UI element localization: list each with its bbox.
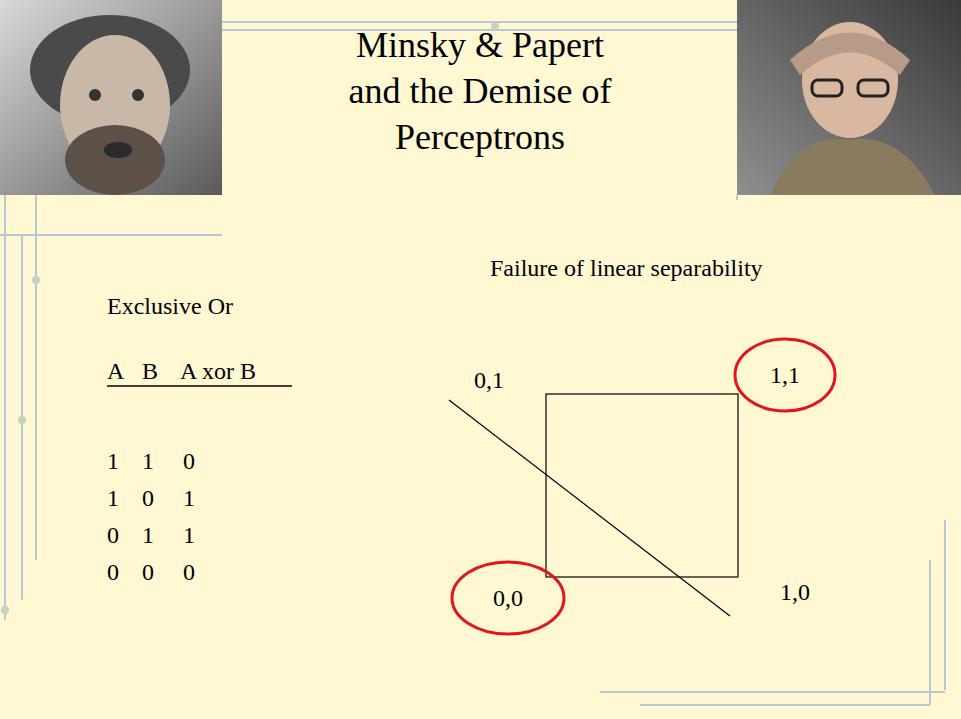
corner-label: 0,1 bbox=[474, 366, 504, 394]
table-cell: 0 bbox=[142, 484, 154, 512]
portrait-photo bbox=[737, 0, 961, 195]
header-underline bbox=[107, 385, 292, 387]
table-cell: 1 bbox=[107, 447, 119, 475]
table-cell: 0 bbox=[142, 558, 154, 586]
slide-title: Minsky & Papert and the Demise of Percep… bbox=[335, 22, 625, 160]
point-label: 0,0 bbox=[493, 584, 523, 612]
separating-line bbox=[449, 400, 730, 616]
table-cell: 0 bbox=[183, 558, 195, 586]
table-cell: 0 bbox=[183, 447, 195, 475]
table-cell: 0 bbox=[107, 558, 119, 586]
portrait-photo bbox=[0, 0, 222, 195]
highlight-ellipse: 0,0 bbox=[450, 560, 566, 636]
chart-heading: Failure of linear separability bbox=[490, 254, 763, 282]
unit-square bbox=[546, 394, 738, 577]
table-cell: 1 bbox=[142, 521, 154, 549]
table-heading: Exclusive Or bbox=[107, 292, 233, 320]
table-cell: 1 bbox=[142, 447, 154, 475]
point-label: 1,1 bbox=[770, 361, 800, 389]
table-cell: 0 bbox=[107, 521, 119, 549]
highlight-ellipse: 1,1 bbox=[733, 337, 837, 413]
table-cell: 1 bbox=[107, 484, 119, 512]
corner-label: 1,0 bbox=[780, 578, 810, 606]
column-header: A xor B bbox=[180, 357, 256, 385]
column-header: A bbox=[107, 357, 124, 385]
table-cell: 1 bbox=[183, 521, 195, 549]
column-header: B bbox=[142, 357, 158, 385]
table-cell: 1 bbox=[183, 484, 195, 512]
